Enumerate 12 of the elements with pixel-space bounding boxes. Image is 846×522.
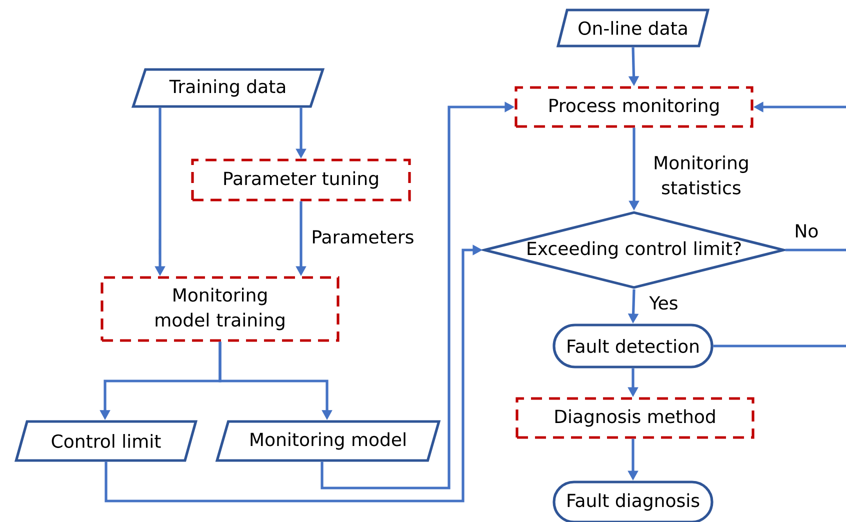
process-box: Parameter tuning — [191, 158, 411, 202]
terminal-box: Fault diagnosis — [552, 480, 714, 522]
process-box: Diagnosis method — [516, 397, 754, 439]
process-box: Process monitoring — [514, 86, 754, 128]
connector-line — [713, 344, 846, 348]
edge-label: No — [793, 223, 820, 239]
edge-label: Monitoring statistics — [641, 154, 762, 196]
terminal-box: Fault detection — [552, 324, 714, 368]
process-box: Monitoring model training — [100, 276, 340, 342]
connector-line — [785, 248, 846, 252]
edge-label: Yes — [648, 295, 680, 311]
edge-label: Parameters — [310, 229, 416, 245]
